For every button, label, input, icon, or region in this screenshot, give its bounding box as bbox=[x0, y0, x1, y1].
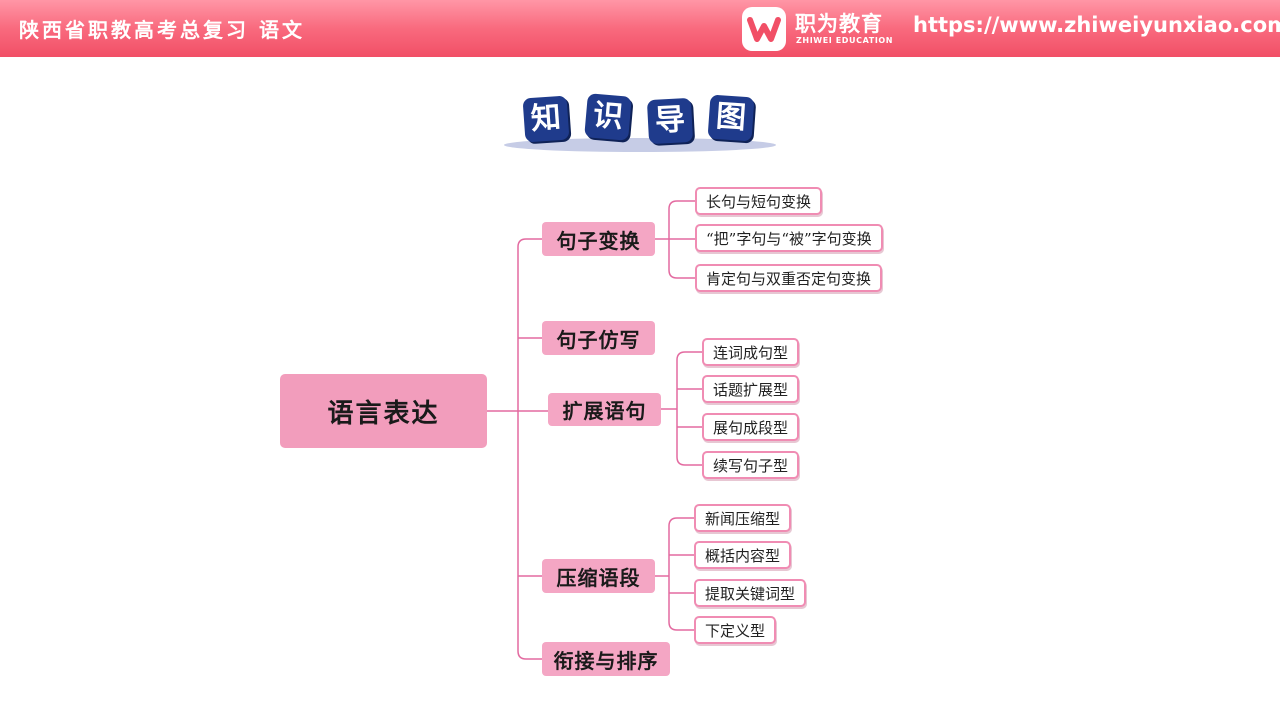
branch-paragraph-compression: 压缩语段 bbox=[542, 559, 655, 593]
leaf-continue-writing: 续写句子型 bbox=[702, 451, 800, 479]
branch-sentence-expansion: 扩展语句 bbox=[548, 393, 661, 426]
leaf-affirmative-double-negative: 肯定句与双重否定句变换 bbox=[695, 264, 883, 292]
title-underlay bbox=[504, 138, 776, 152]
leaf-ba-bei-sentence: “把”字句与“被”字句变换 bbox=[695, 224, 883, 252]
branch-sentence-imitation: 句子仿写 bbox=[542, 321, 655, 355]
leaf-sentence-to-paragraph: 展句成段型 bbox=[702, 413, 800, 441]
leaf-news-compression: 新闻压缩型 bbox=[694, 504, 792, 532]
branch-sentence-transform: 句子变换 bbox=[542, 222, 655, 256]
branch-cohesion-ordering: 衔接与排序 bbox=[542, 642, 670, 676]
mindmap-root: 语言表达 bbox=[280, 374, 487, 448]
brand-name: 职为教育 bbox=[795, 12, 883, 36]
site-url[interactable]: https://www.zhiweiyunxiao.com/ bbox=[913, 13, 1280, 37]
leaf-topic-expansion: 话题扩展型 bbox=[702, 375, 800, 403]
brand-logo-icon bbox=[742, 7, 786, 51]
leaf-words-to-sentence: 连词成句型 bbox=[702, 338, 800, 366]
brand-en: ZHIWEI EDUCATION bbox=[796, 36, 894, 45]
leaf-extract-keywords: 提取关键词型 bbox=[694, 579, 807, 607]
header-bar: 陕西省职教高考总复习 语文 职为教育 ZHIWEI EDUCATION http… bbox=[0, 0, 1280, 57]
leaf-long-short-sentence: 长句与短句变换 bbox=[695, 187, 823, 215]
course-title: 陕西省职教高考总复习 语文 bbox=[19, 18, 305, 42]
leaf-summarize-content: 概括内容型 bbox=[694, 541, 792, 569]
leaf-definition: 下定义型 bbox=[694, 616, 777, 644]
